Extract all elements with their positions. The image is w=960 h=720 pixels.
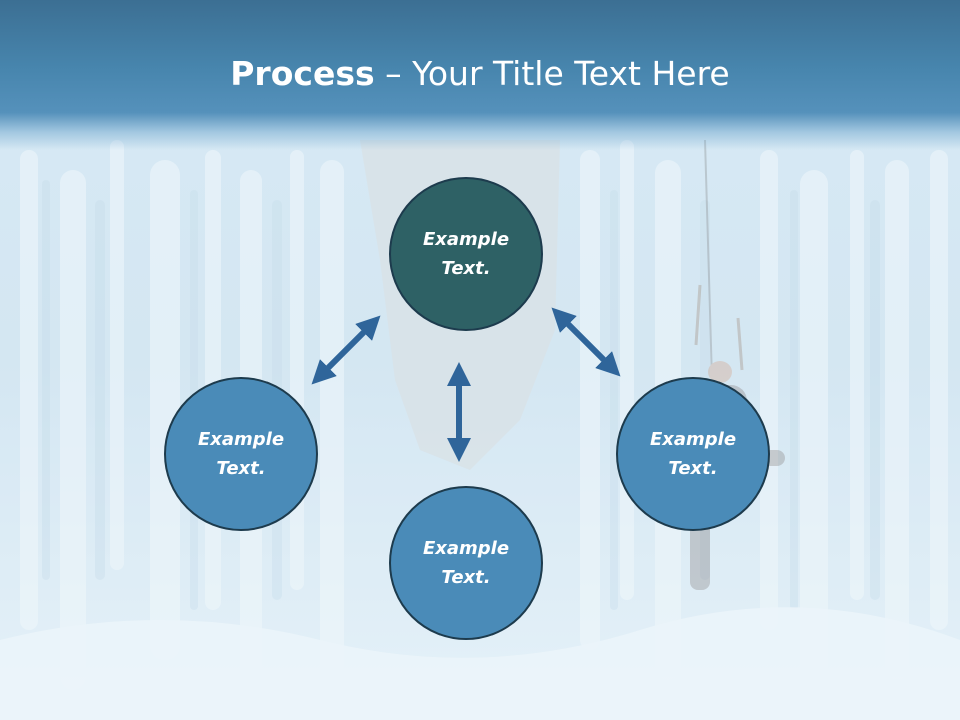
process-node-left: Example Text.: [164, 377, 318, 531]
process-node-left-text: Example Text.: [197, 429, 285, 479]
slide-title: Process – Your Title Text Here: [0, 52, 960, 96]
process-node-bottom-text: Example Text.: [422, 538, 510, 588]
title-bold: Process: [230, 54, 375, 93]
arrow-top-right: [551, 307, 621, 377]
process-node-right: Example Text.: [616, 377, 770, 531]
process-node-top: Example Text.: [389, 177, 543, 331]
process-node-right-text: Example Text.: [649, 429, 737, 479]
process-node-top-text: Example Text.: [422, 229, 510, 279]
title-bar: Process – Your Title Text Here: [0, 0, 960, 150]
arrow-top-left: [311, 315, 381, 385]
title-rest: – Your Title Text Here: [374, 54, 730, 93]
process-node-bottom: Example Text.: [389, 486, 543, 640]
